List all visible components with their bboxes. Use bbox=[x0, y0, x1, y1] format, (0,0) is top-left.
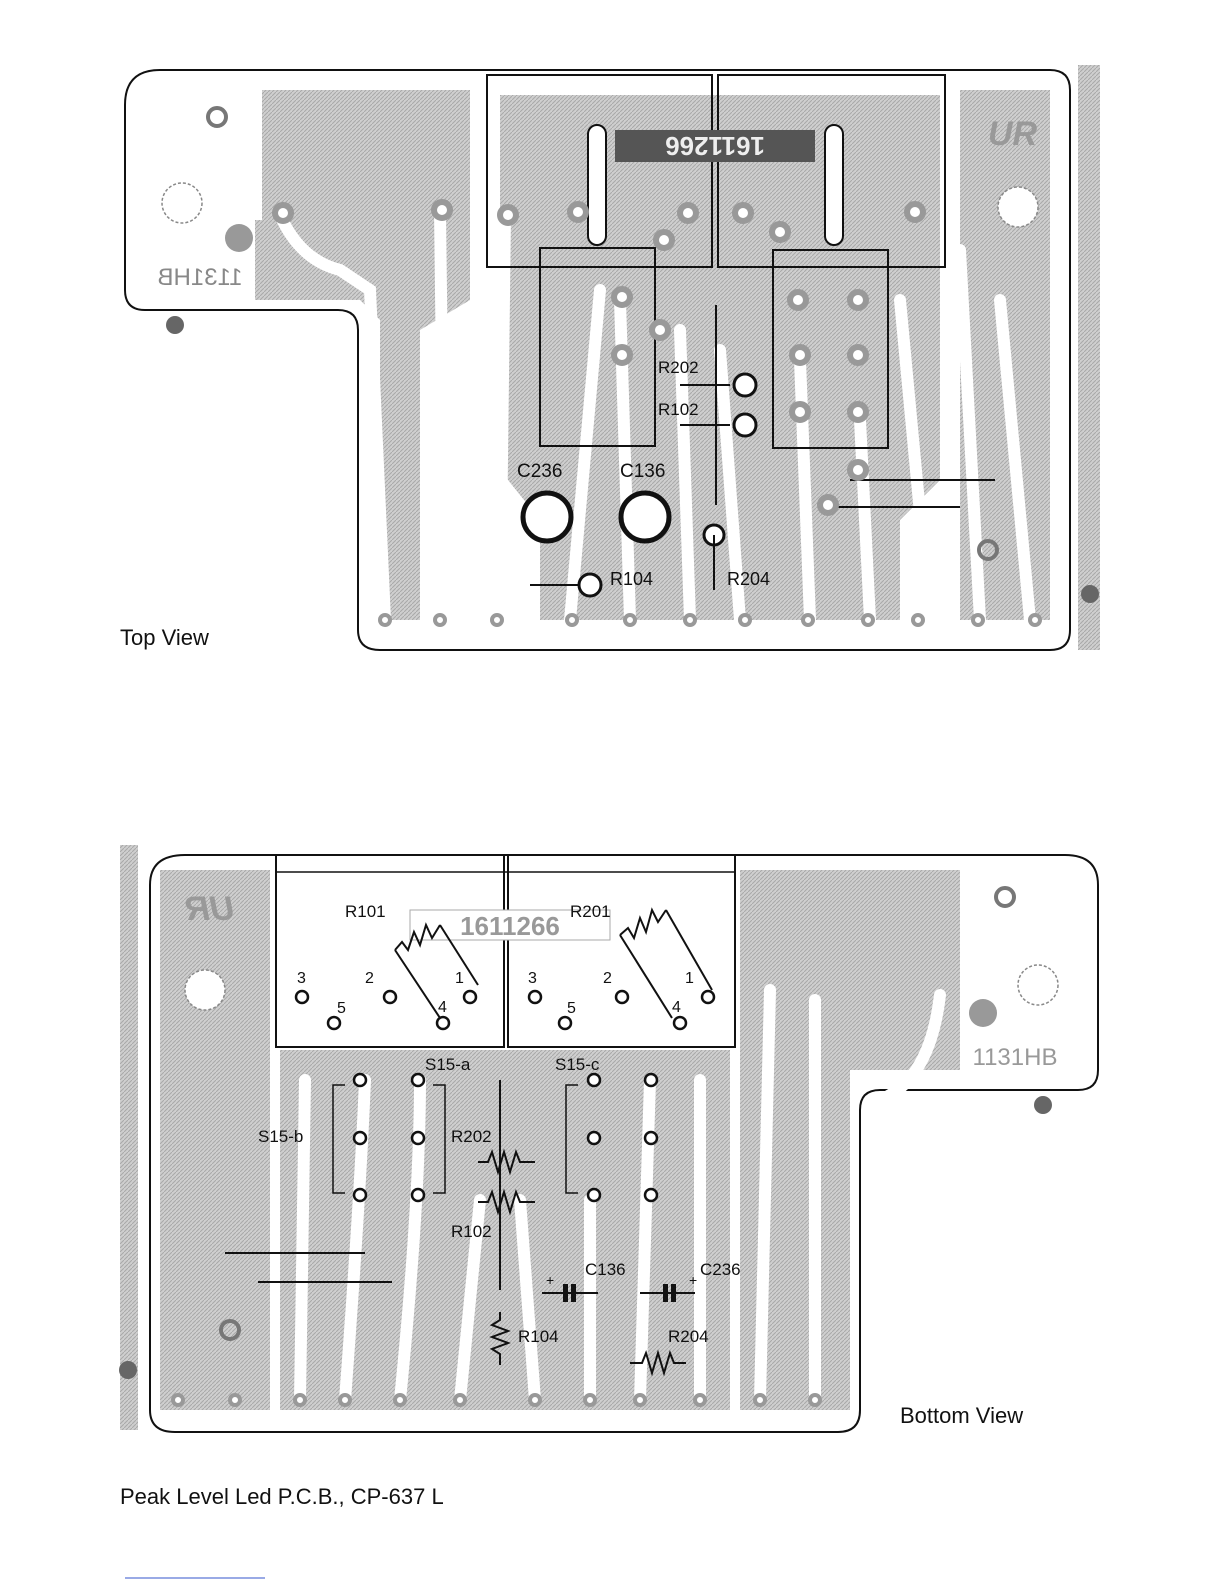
bottom-pin: 3 bbox=[528, 970, 537, 987]
top-silk-code: 1131HB bbox=[158, 264, 243, 291]
top-label-r204: R204 bbox=[727, 569, 770, 589]
top-label-c136: C136 bbox=[620, 461, 665, 482]
bottom-pin: 5 bbox=[567, 1000, 576, 1017]
bottom-label-plus: + bbox=[689, 1272, 697, 1288]
bottom-label-r201: R201 bbox=[570, 902, 611, 921]
bottom-pin: 1 bbox=[685, 970, 694, 987]
bottom-module-code: 1611266 bbox=[460, 911, 560, 941]
bottom-view-board: 1611266 UR 1131HB bbox=[119, 845, 1098, 1432]
top-label-r102: R102 bbox=[658, 400, 699, 419]
bottom-label-r102: R102 bbox=[451, 1222, 492, 1241]
bottom-label-r101: R101 bbox=[345, 902, 386, 921]
bottom-label-s15c: S15-c bbox=[555, 1055, 600, 1074]
bottom-pin: 2 bbox=[365, 970, 374, 987]
bottom-pin: 4 bbox=[438, 999, 447, 1016]
bottom-label-c136: C136 bbox=[585, 1260, 626, 1279]
bottom-label-r104: R104 bbox=[518, 1327, 559, 1346]
bottom-label-r202: R202 bbox=[451, 1127, 492, 1146]
bottom-edge-strip bbox=[120, 845, 138, 1430]
top-hole bbox=[162, 183, 202, 223]
bottom-pin: 2 bbox=[603, 970, 612, 987]
bottom-ur-mark: UR bbox=[185, 890, 235, 928]
bottom-label-c236: C236 bbox=[700, 1260, 741, 1279]
top-label-c236: C236 bbox=[517, 461, 562, 482]
top-view-caption: Top View bbox=[120, 625, 209, 651]
top-led-c236 bbox=[523, 493, 571, 541]
top-edge-strip bbox=[1078, 65, 1100, 650]
top-ur-mark: UR bbox=[988, 115, 1038, 153]
bottom-hole bbox=[1018, 965, 1058, 1005]
top-module-code: 1611266 bbox=[665, 131, 765, 161]
bottom-hole bbox=[185, 970, 225, 1010]
figure-title: Peak Level Led P.C.B., CP-637 L bbox=[120, 1484, 444, 1510]
bottom-view-caption: Bottom View bbox=[900, 1403, 1023, 1429]
bottom-label-s15b: S15-b bbox=[258, 1127, 303, 1146]
bottom-pin: 5 bbox=[337, 1000, 346, 1017]
bottom-label-r204: R204 bbox=[668, 1327, 709, 1346]
top-label-r104: R104 bbox=[610, 569, 653, 589]
bottom-pin: 4 bbox=[672, 999, 681, 1016]
top-label-r202: R202 bbox=[658, 358, 699, 377]
bottom-pin: 3 bbox=[297, 970, 306, 987]
top-hole bbox=[998, 187, 1038, 227]
bottom-pin: 1 bbox=[455, 970, 464, 987]
bottom-silk-code: 1131HB bbox=[973, 1044, 1058, 1071]
top-led-c136 bbox=[621, 493, 669, 541]
bottom-label-plus: + bbox=[546, 1272, 554, 1288]
bottom-label-s15a: S15-a bbox=[425, 1055, 471, 1074]
top-view-board: 1611266 UR 1131HB bbox=[125, 65, 1100, 650]
